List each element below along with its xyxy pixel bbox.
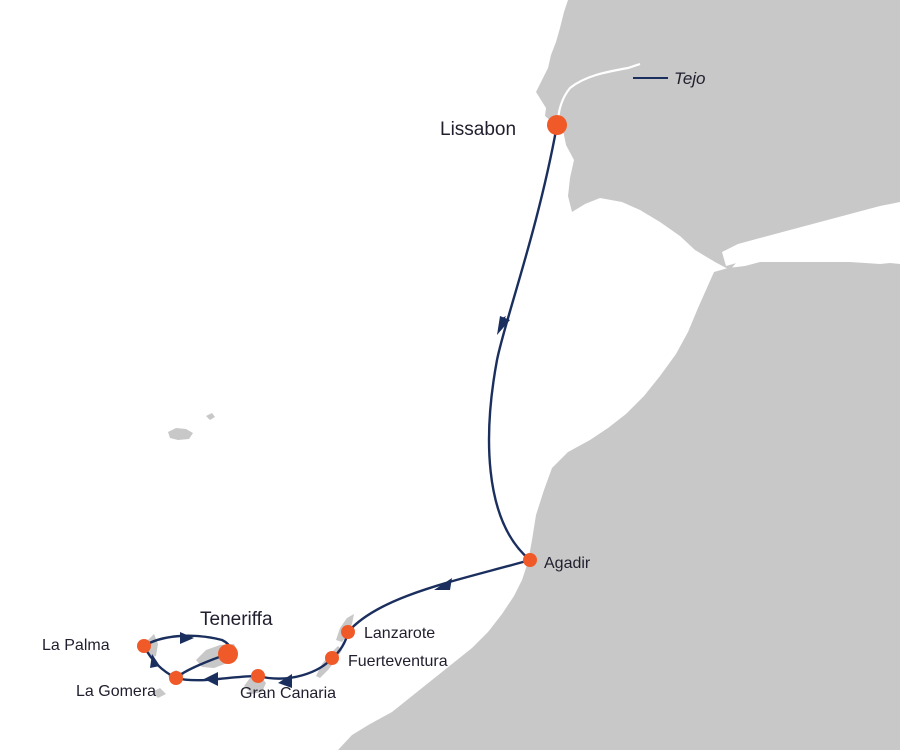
tejo-river [556, 62, 641, 125]
port-markers [137, 115, 567, 685]
port-marker-gran-canaria[interactable] [251, 669, 265, 683]
port-label-teneriffa: Teneriffa [200, 609, 273, 630]
arrow-to-la-palma-head [150, 654, 160, 668]
route-arrows [150, 316, 510, 688]
porto-santo-island [206, 413, 215, 420]
cruise-route [142, 123, 559, 682]
port-label-lanzarote: Lanzarote [364, 625, 436, 642]
route-leg-lissabon-agadir [487, 123, 559, 562]
port-label-lissabon: Lissabon [440, 119, 517, 140]
port-marker-agadir[interactable] [523, 553, 537, 567]
port-marker-fuerteventura[interactable] [325, 651, 339, 665]
port-label-la-palma: La Palma [42, 637, 110, 654]
arrow-to-teneriffa-head [180, 632, 194, 644]
arrow-to-la-gomera-head [204, 672, 218, 686]
port-marker-lissabon[interactable] [547, 115, 567, 135]
port-label-agadir: Agadir [544, 555, 591, 572]
arrow-westbound-head [434, 578, 452, 590]
port-label-gran-canaria: Gran Canaria [240, 685, 337, 702]
madeira-island [168, 428, 193, 440]
port-label-fuerteventura: Fuerteventura [348, 653, 448, 670]
port-marker-la-gomera[interactable] [169, 671, 183, 685]
strait-of-gibraltar [722, 202, 900, 266]
el-hierro-island [152, 688, 166, 698]
arrow-to-gran-canaria-head [278, 674, 292, 688]
port-marker-la-palma[interactable] [137, 639, 151, 653]
africa-landmass [338, 262, 900, 750]
port-label-la-gomera: La Gomera [76, 683, 157, 700]
route-leg-agadir-lanzarote [346, 558, 532, 634]
arrow-southbound-head [497, 316, 510, 335]
port-marker-teneriffa[interactable] [218, 644, 238, 664]
river-label-tejo: Tejo [674, 69, 706, 88]
port-marker-lanzarote[interactable] [341, 625, 355, 639]
